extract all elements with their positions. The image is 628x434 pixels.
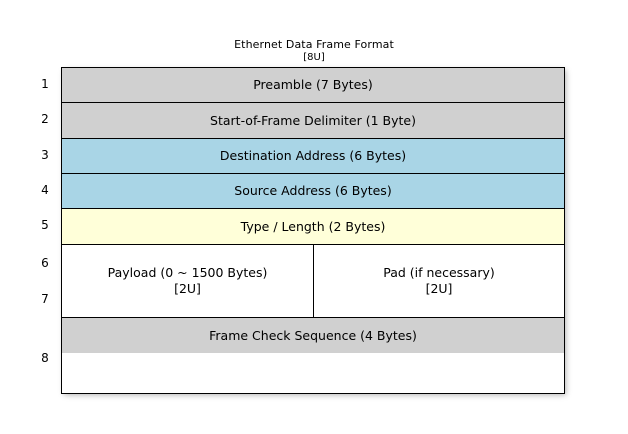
frame-table: Preamble (7 Bytes) Start-of-Frame Delimi… xyxy=(61,67,565,394)
frame-field-sublabel: [2U] xyxy=(425,281,453,296)
diagram-title: Ethernet Data Frame Format [8U] xyxy=(0,38,628,64)
frame-cell-pad: Pad (if necessary) [2U] xyxy=(314,245,564,317)
frame-cell-payload: Payload (0 ~ 1500 Bytes) [2U] xyxy=(62,245,314,317)
row-number-4: 4 xyxy=(41,183,49,197)
row-number-5: 5 xyxy=(41,218,49,232)
row-number-gutter: 1 2 3 4 5 6 7 8 xyxy=(34,67,56,394)
frame-field-sublabel: [2U] xyxy=(174,281,201,296)
frame-row-payload-pad: Payload (0 ~ 1500 Bytes) [2U] Pad (if ne… xyxy=(62,245,564,318)
row-number-1: 1 xyxy=(41,77,49,91)
frame-row-preamble: Preamble (7 Bytes) xyxy=(62,68,564,103)
frame-field-label: Pad (if necessary) xyxy=(383,265,495,280)
row-number-6: 6 xyxy=(41,256,49,270)
frame-field-label: Destination Address (6 Bytes) xyxy=(219,148,407,163)
frame-row-frame-check-sequence: Frame Check Sequence (4 Bytes) xyxy=(62,318,564,353)
frame-row-type-length: Type / Length (2 Bytes) xyxy=(62,209,564,245)
frame-row-sfd: Start-of-Frame Delimiter (1 Byte) xyxy=(62,103,564,139)
frame-field-label: Frame Check Sequence (4 Bytes) xyxy=(209,327,417,343)
diagram-title-main: Ethernet Data Frame Format xyxy=(234,38,394,51)
frame-field-label: Payload (0 ~ 1500 Bytes) xyxy=(107,265,268,280)
frame-row-destination-address: Destination Address (6 Bytes) xyxy=(62,139,564,174)
row-number-7: 7 xyxy=(41,292,49,306)
row-number-3: 3 xyxy=(41,148,49,162)
diagram-title-sub: [8U] xyxy=(303,52,325,63)
frame-field-label: Start-of-Frame Delimiter (1 Byte) xyxy=(210,112,416,128)
frame-field-label: Preamble (7 Bytes) xyxy=(253,77,373,92)
frame-field-label: Type / Length (2 Bytes) xyxy=(240,218,386,234)
frame-row-source-address: Source Address (6 Bytes) xyxy=(62,174,564,209)
row-number-2: 2 xyxy=(41,112,49,126)
row-number-8: 8 xyxy=(41,351,49,365)
frame-field-label: Source Address (6 Bytes) xyxy=(234,183,392,198)
